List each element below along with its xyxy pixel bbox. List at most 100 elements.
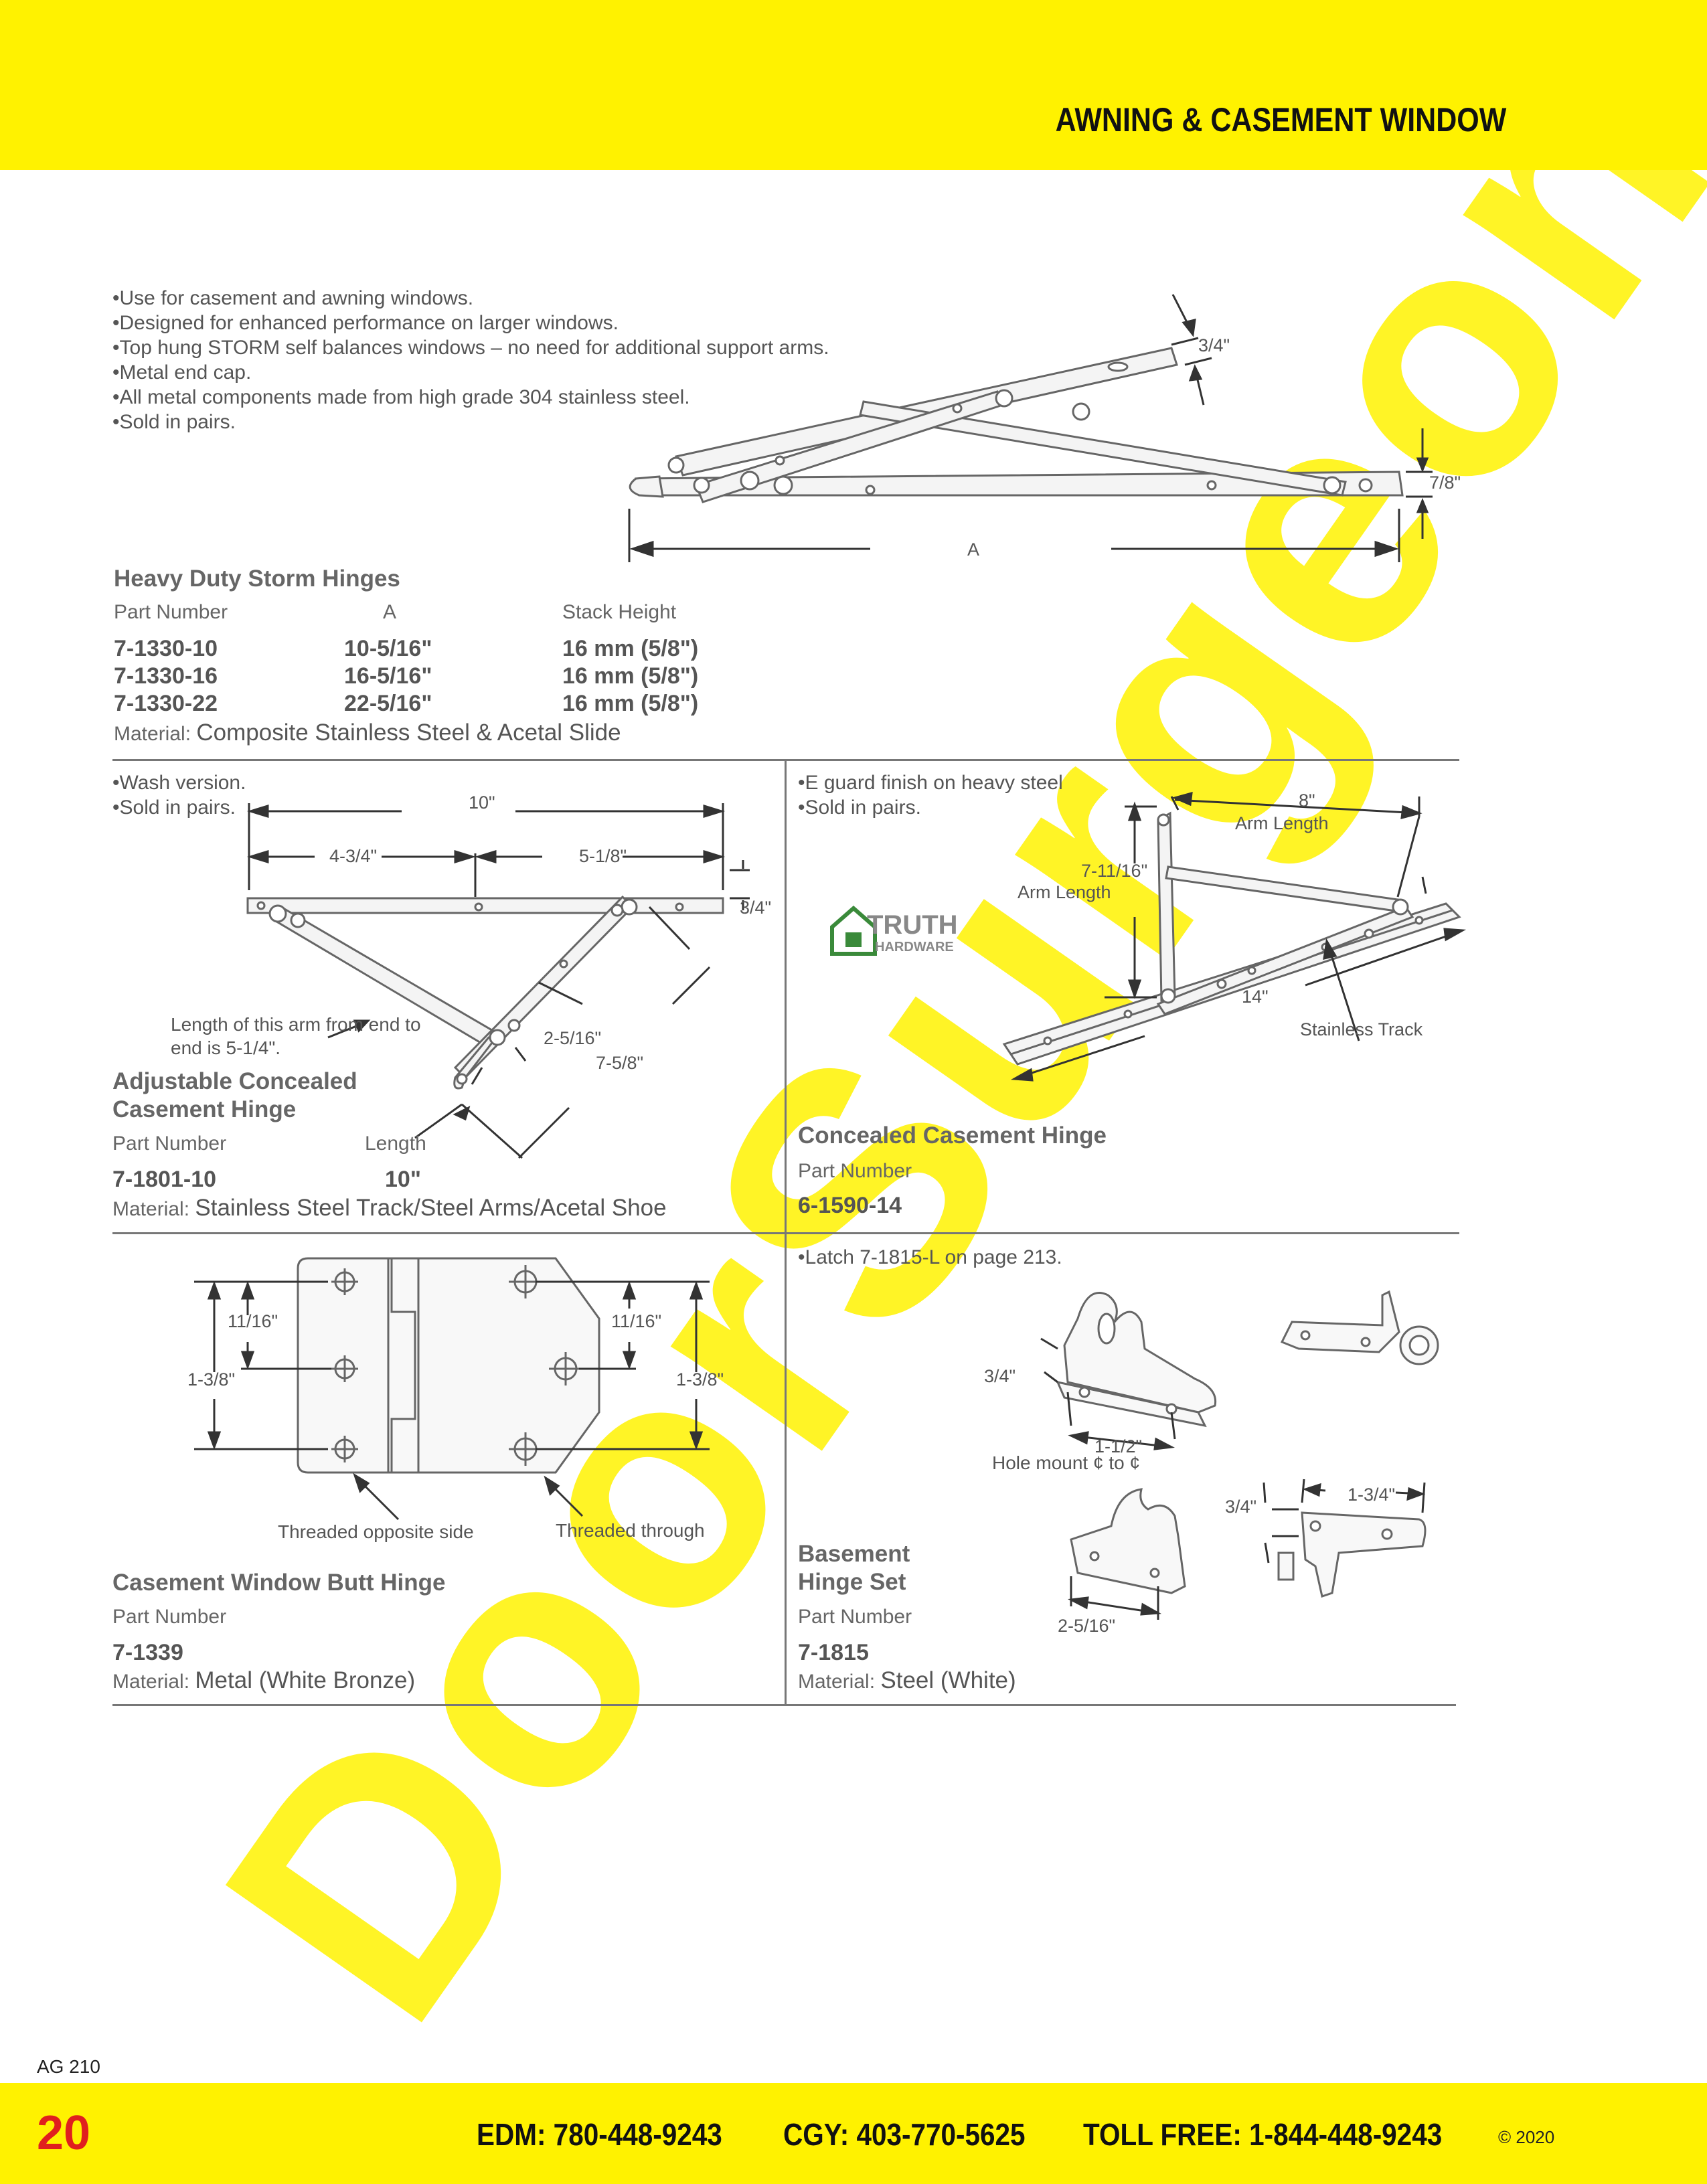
storm-bullet: •Designed for enhanced performance on la… xyxy=(112,312,619,334)
truth-hardware-logo: TRUTH HARDWARE xyxy=(827,900,974,960)
butt-note-left: Threaded opposite side xyxy=(278,1521,474,1542)
concealed-part: 6-1590-14 xyxy=(798,1193,902,1218)
concealed-bullet: •E guard finish on heavy steel xyxy=(798,772,1063,794)
material-value: Steel (White) xyxy=(880,1667,1016,1693)
storm-dim-side: 7/8" xyxy=(1429,473,1461,493)
butt-dim-right-large: 1-3/8" xyxy=(676,1369,724,1390)
storm-hinge-diagram: 3/4" 7/8" A xyxy=(623,281,1479,576)
logo-brand-bottom: HARDWARE xyxy=(875,940,954,954)
concealed-hinge-diagram: 8" Arm Length 7-11/16" Arm Length 14" St… xyxy=(991,783,1473,1098)
butt-part: 7-1339 xyxy=(112,1640,183,1665)
storm-col-stack: Stack Height xyxy=(562,601,677,623)
basement-col-part: Part Number xyxy=(798,1606,912,1628)
basement-dim-a-hole: 1-1/2" xyxy=(1094,1436,1142,1456)
basement-dim-b-height: 3/4" xyxy=(1225,1497,1256,1517)
adjustable-dim-left: 4-3/4" xyxy=(329,846,377,866)
butt-dim-left-small: 11/16" xyxy=(228,1311,278,1331)
material-value: Metal (White Bronze) xyxy=(195,1667,416,1693)
basement-hinge-diagram: 3/4" 1-1/2" 3/4" 1-3/4" 2-5/16" xyxy=(977,1272,1473,1673)
basement-dim-b-width: 1-3/4" xyxy=(1348,1485,1395,1505)
storm-row-a: 10-5/16" xyxy=(344,636,432,661)
material-value: Stainless Steel Track/Steel Arms/Acetal … xyxy=(195,1195,667,1221)
basement-title: Hinge Set xyxy=(798,1569,906,1595)
storm-bullet: •Sold in pairs. xyxy=(112,411,236,433)
concealed-col-part: Part Number xyxy=(798,1160,912,1182)
arm-note: Length of this arm from end to xyxy=(171,1014,421,1035)
butt-dim-right-small: 11/16" xyxy=(611,1311,661,1331)
material-label: Material: xyxy=(112,1671,190,1693)
adjustable-dim-overall: 10" xyxy=(469,792,495,813)
material-label: Material: xyxy=(112,1198,190,1220)
storm-title: Heavy Duty Storm Hinges xyxy=(114,566,400,592)
storm-row-stack: 16 mm (5/8") xyxy=(562,636,699,661)
butt-hinge-diagram: 11/16" 1-3/8" 11/16" 1-3/8" xyxy=(167,1245,736,1546)
storm-dim-top: 3/4" xyxy=(1198,335,1230,355)
basement-material: Material: Steel (White) xyxy=(798,1667,1016,1694)
adjustable-col-part: Part Number xyxy=(112,1132,227,1155)
adjustable-dim-short: 2-5/16" xyxy=(544,1028,601,1048)
phone-edm[interactable]: EDM: 780-448-9243 xyxy=(477,2117,722,2152)
divider xyxy=(112,759,790,761)
storm-row-stack: 16 mm (5/8") xyxy=(562,691,699,716)
footer-band xyxy=(0,2083,1707,2184)
storm-row-part: 7-1330-22 xyxy=(114,691,218,716)
storm-col-a: A xyxy=(383,601,397,623)
storm-dim-length: A xyxy=(967,539,979,560)
storm-row-part: 7-1330-10 xyxy=(114,636,218,661)
material-label: Material: xyxy=(798,1671,876,1693)
phone-toll-free[interactable]: TOLL FREE: 1-844-448-9243 xyxy=(1083,2117,1443,2152)
page-title: AWNING & CASEMENT WINDOW xyxy=(1055,101,1506,139)
concealed-bullet: •Sold in pairs. xyxy=(798,796,921,819)
storm-bullet: •Metal end cap. xyxy=(112,361,252,384)
butt-note-right: Threaded through xyxy=(556,1520,705,1541)
material-label: Material: xyxy=(114,723,191,745)
basement-dim-a-height: 3/4" xyxy=(984,1366,1015,1386)
divider xyxy=(785,1232,1459,1234)
storm-row-a: 22-5/16" xyxy=(344,691,432,716)
storm-bullet: •All metal components made from high gra… xyxy=(112,386,690,408)
divider xyxy=(785,1704,1456,1706)
storm-bullet: •Top hung STORM self balances windows – … xyxy=(112,337,829,359)
storm-col-part: Part Number xyxy=(114,601,228,623)
divider xyxy=(112,1232,790,1234)
divider xyxy=(785,759,1459,761)
adjustable-title: Adjustable Concealed xyxy=(112,1068,357,1094)
concealed-dim-track-len: 14" xyxy=(1242,987,1269,1007)
concealed-dim-arm1-value: 8" xyxy=(1299,790,1315,811)
logo-brand-top: TRUTH xyxy=(867,910,958,940)
adjustable-length: 10" xyxy=(385,1167,421,1192)
concealed-dim-track-label: Stainless Track xyxy=(1300,1019,1423,1039)
phone-cgy[interactable]: CGY: 403-770-5625 xyxy=(783,2117,1026,2152)
concealed-dim-arm2-value: 7-11/16" xyxy=(1081,861,1147,881)
concealed-title: Concealed Casement Hinge xyxy=(798,1122,1107,1149)
butt-col-part: Part Number xyxy=(112,1606,227,1628)
arm-note: end is 5-1/4". xyxy=(171,1037,281,1058)
adjustable-hinge-diagram: 10" 4-3/4" 5-1/8" 3/4" 2-5/16" 7-5/8" xyxy=(234,790,783,1165)
adjustable-title: Casement Hinge xyxy=(112,1096,297,1122)
ag-code: AG 210 xyxy=(37,2056,100,2077)
butt-dim-left-large: 1-3/8" xyxy=(187,1369,235,1390)
adjustable-bullet: •Wash version. xyxy=(112,772,246,794)
basement-bullet: •Latch 7-1815-L on page 213. xyxy=(798,1246,1062,1268)
storm-row-stack: 16 mm (5/8") xyxy=(562,663,699,689)
storm-bullet: •Use for casement and awning windows. xyxy=(112,287,474,309)
material-value: Composite Stainless Steel & Acetal Slide xyxy=(196,720,621,746)
basement-dim-c-width: 2-5/16" xyxy=(1058,1616,1115,1636)
adjustable-part: 7-1801-10 xyxy=(112,1167,217,1192)
header-band xyxy=(0,0,1707,170)
adjustable-dim-right: 5-1/8" xyxy=(579,846,627,866)
copyright: © 2020 xyxy=(1498,2127,1555,2147)
adjustable-bullet: •Sold in pairs. xyxy=(112,796,236,819)
basement-title: Basement xyxy=(798,1541,910,1567)
basement-part: 7-1815 xyxy=(798,1640,869,1665)
concealed-dim-arm1-label: Arm Length xyxy=(1235,813,1329,833)
concealed-dim-arm2-label: Arm Length xyxy=(1018,882,1111,902)
storm-row-part: 7-1330-16 xyxy=(114,663,218,689)
page-number: 20 xyxy=(37,2106,91,2160)
basement-hole-note: Hole mount ¢ to ¢ xyxy=(992,1452,1141,1473)
storm-material: Material: Composite Stainless Steel & Ac… xyxy=(114,720,621,746)
adjustable-dim-long: 7-5/8" xyxy=(596,1053,643,1073)
butt-title: Casement Window Butt Hinge xyxy=(112,1570,446,1596)
butt-material: Material: Metal (White Bronze) xyxy=(112,1667,415,1694)
storm-row-a: 16-5/16" xyxy=(344,663,432,689)
